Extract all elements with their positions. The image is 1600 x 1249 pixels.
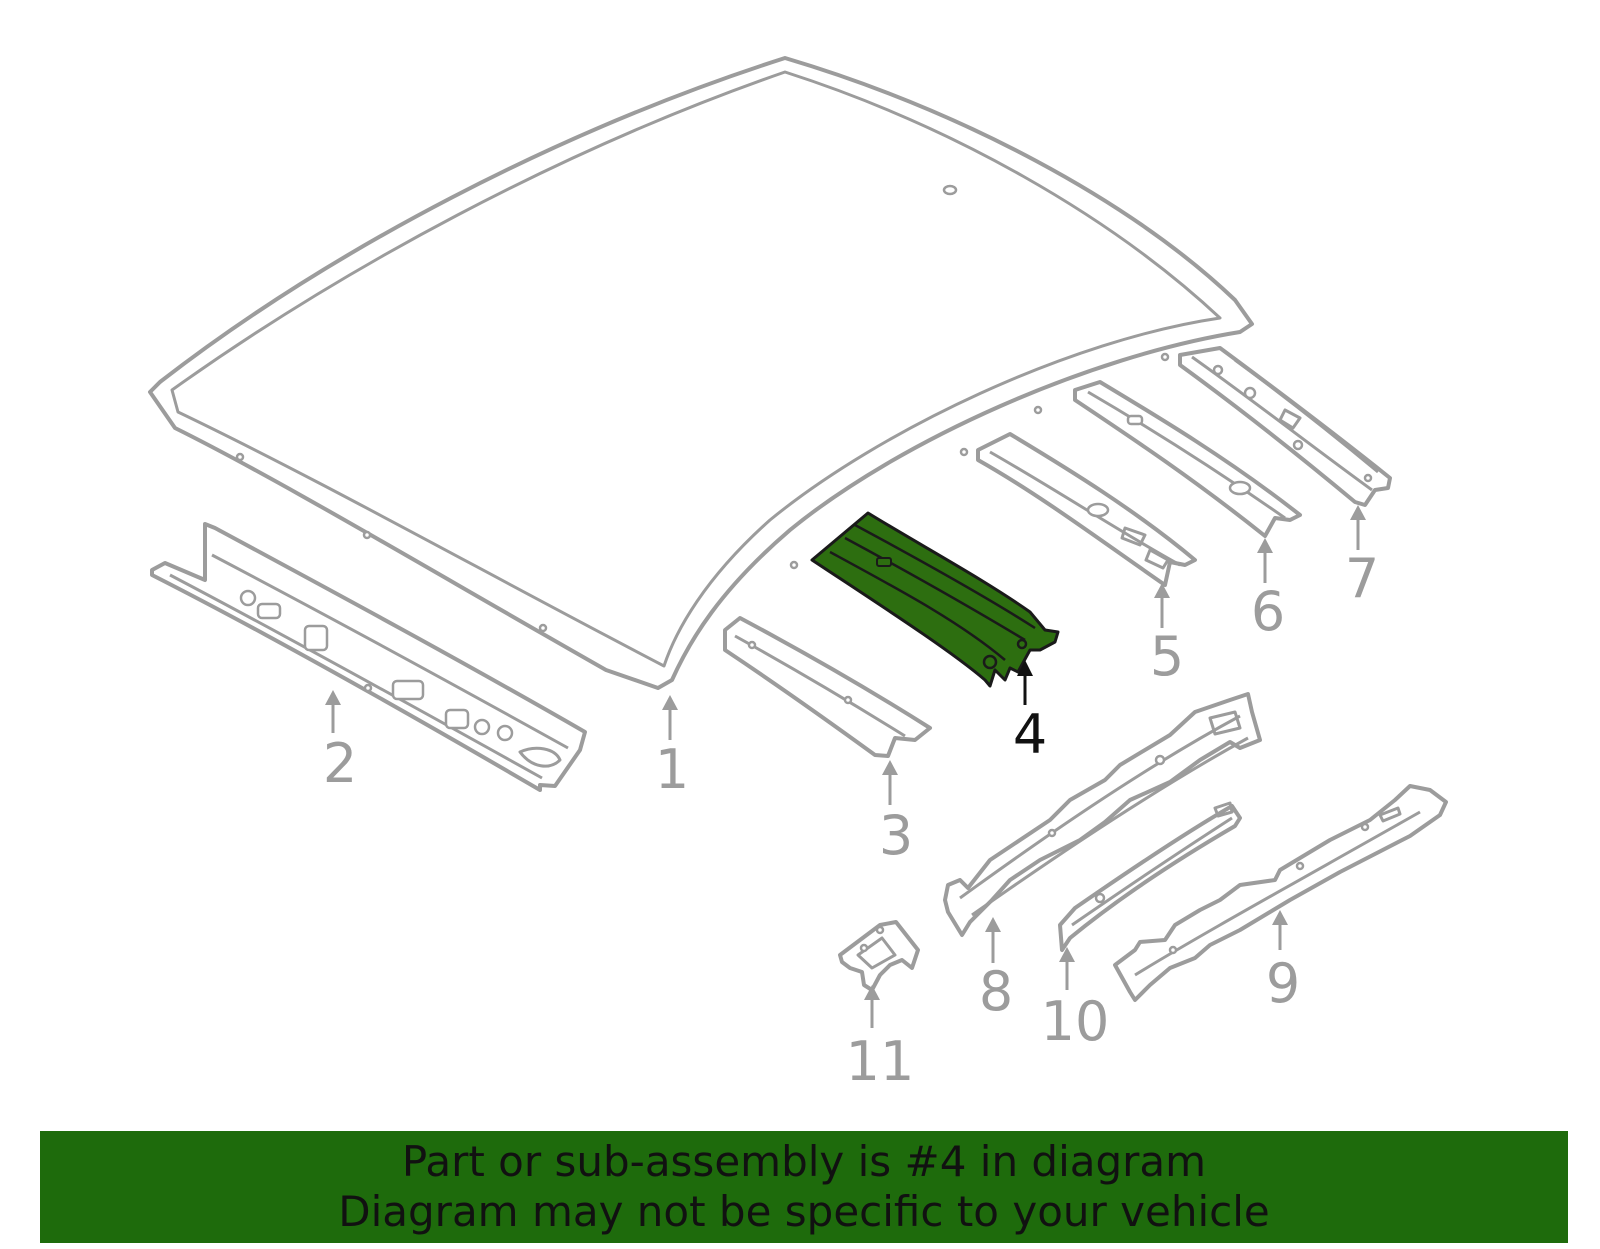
- arrow-3-head: [882, 760, 898, 775]
- callout-10[interactable]: 10: [1041, 990, 1110, 1053]
- part-4-roof-bow-highlighted[interactable]: [810, 511, 1060, 688]
- callout-5[interactable]: 5: [1150, 625, 1184, 688]
- callout-4[interactable]: 4: [1013, 703, 1047, 766]
- callout-7[interactable]: 7: [1345, 547, 1379, 610]
- callout-9[interactable]: 9: [1266, 952, 1300, 1015]
- part-7-rear-header: [1178, 346, 1392, 507]
- part-10-inner-rail: [1058, 801, 1242, 952]
- callout-arrows: [325, 505, 1366, 1028]
- callout-2[interactable]: 2: [323, 732, 357, 795]
- part-2-front-header: [150, 522, 587, 792]
- part-8-side-rail-reinforcement: [943, 692, 1262, 937]
- arrow-9-head: [1272, 910, 1288, 925]
- callout-6[interactable]: 6: [1251, 580, 1285, 643]
- part-11-bracket: [838, 920, 920, 992]
- part-1-roof-panel: [148, 56, 1254, 690]
- part-5-roof-bow: [976, 432, 1197, 587]
- callout-1[interactable]: 1: [655, 738, 689, 801]
- arrow-2-head: [325, 690, 341, 705]
- arrow-10-head: [1059, 947, 1075, 962]
- part-3-roof-bow: [723, 616, 932, 758]
- arrow-11-head: [864, 985, 880, 1000]
- banner-line-2: Diagram may not be specific to your vehi…: [338, 1187, 1270, 1236]
- arrow-4-head: [1017, 660, 1033, 676]
- callout-3[interactable]: 3: [879, 804, 913, 867]
- info-banner: Part or sub-assembly is #4 in diagram Di…: [40, 1131, 1568, 1243]
- callout-labels: 1 2 3 4 5 6 7 8 9 10 11: [323, 547, 1379, 1093]
- banner-line-1: Part or sub-assembly is #4 in diagram: [401, 1137, 1207, 1186]
- arrow-6-head: [1257, 538, 1273, 553]
- part-6-roof-bow: [1073, 380, 1302, 538]
- part-9-side-panel-rail: [1113, 784, 1448, 1002]
- arrow-8-head: [985, 917, 1001, 932]
- callout-11[interactable]: 11: [846, 1030, 915, 1093]
- callout-8[interactable]: 8: [979, 960, 1013, 1023]
- arrow-1-head: [662, 695, 678, 710]
- arrow-5-head: [1154, 583, 1170, 598]
- arrow-7-head: [1350, 505, 1366, 520]
